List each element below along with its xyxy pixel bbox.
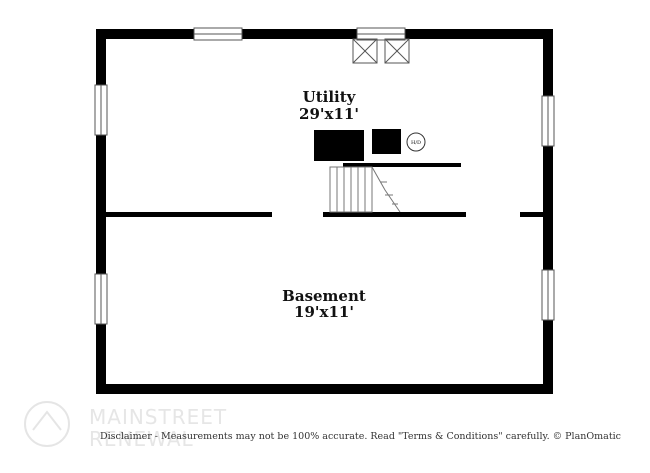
water-heater: H/D <box>406 132 426 152</box>
window-wells <box>352 38 410 64</box>
window-left-lower <box>94 273 108 325</box>
windows <box>94 27 555 325</box>
window-left-upper <box>94 84 108 136</box>
staircase <box>329 166 401 213</box>
window-well-left <box>352 38 378 64</box>
partition-wall-left <box>106 212 272 217</box>
utility-unit <box>372 129 401 154</box>
exterior-walls <box>96 29 553 394</box>
watermark-logo <box>24 401 70 447</box>
window-right-lower <box>541 269 555 321</box>
utility-room-name: Utility <box>303 88 357 106</box>
stair-landing-wall <box>343 163 461 167</box>
window-top-right <box>356 27 406 41</box>
interior-walls <box>106 163 543 217</box>
wall-right <box>543 29 553 394</box>
window-right-upper <box>541 95 555 147</box>
utility-room-dimensions: 29'x11' <box>299 105 359 123</box>
furnace-unit <box>314 130 364 161</box>
window-well-right <box>384 38 410 64</box>
water-heater-label: H/D <box>411 140 421 146</box>
wall-top <box>96 29 553 39</box>
wall-left <box>96 29 106 394</box>
disclaimer-text: Disclaimer - Measurements may not be 100… <box>100 431 621 442</box>
watermark-house-icon <box>32 410 62 431</box>
water-heater-icon <box>406 132 426 152</box>
watermark-circle-icon <box>24 401 70 447</box>
wall-bottom <box>96 384 553 394</box>
basement-room-dimensions: 19'x11' <box>294 303 354 321</box>
watermark-brand-line1: MAINSTREET <box>89 405 227 429</box>
watermark-brand-line2: RENEWAL <box>89 427 194 451</box>
partition-wall-center <box>323 212 466 217</box>
basement-room-name: Basement <box>282 287 366 305</box>
window-top-left <box>193 27 243 41</box>
partition-wall-right <box>520 212 543 217</box>
